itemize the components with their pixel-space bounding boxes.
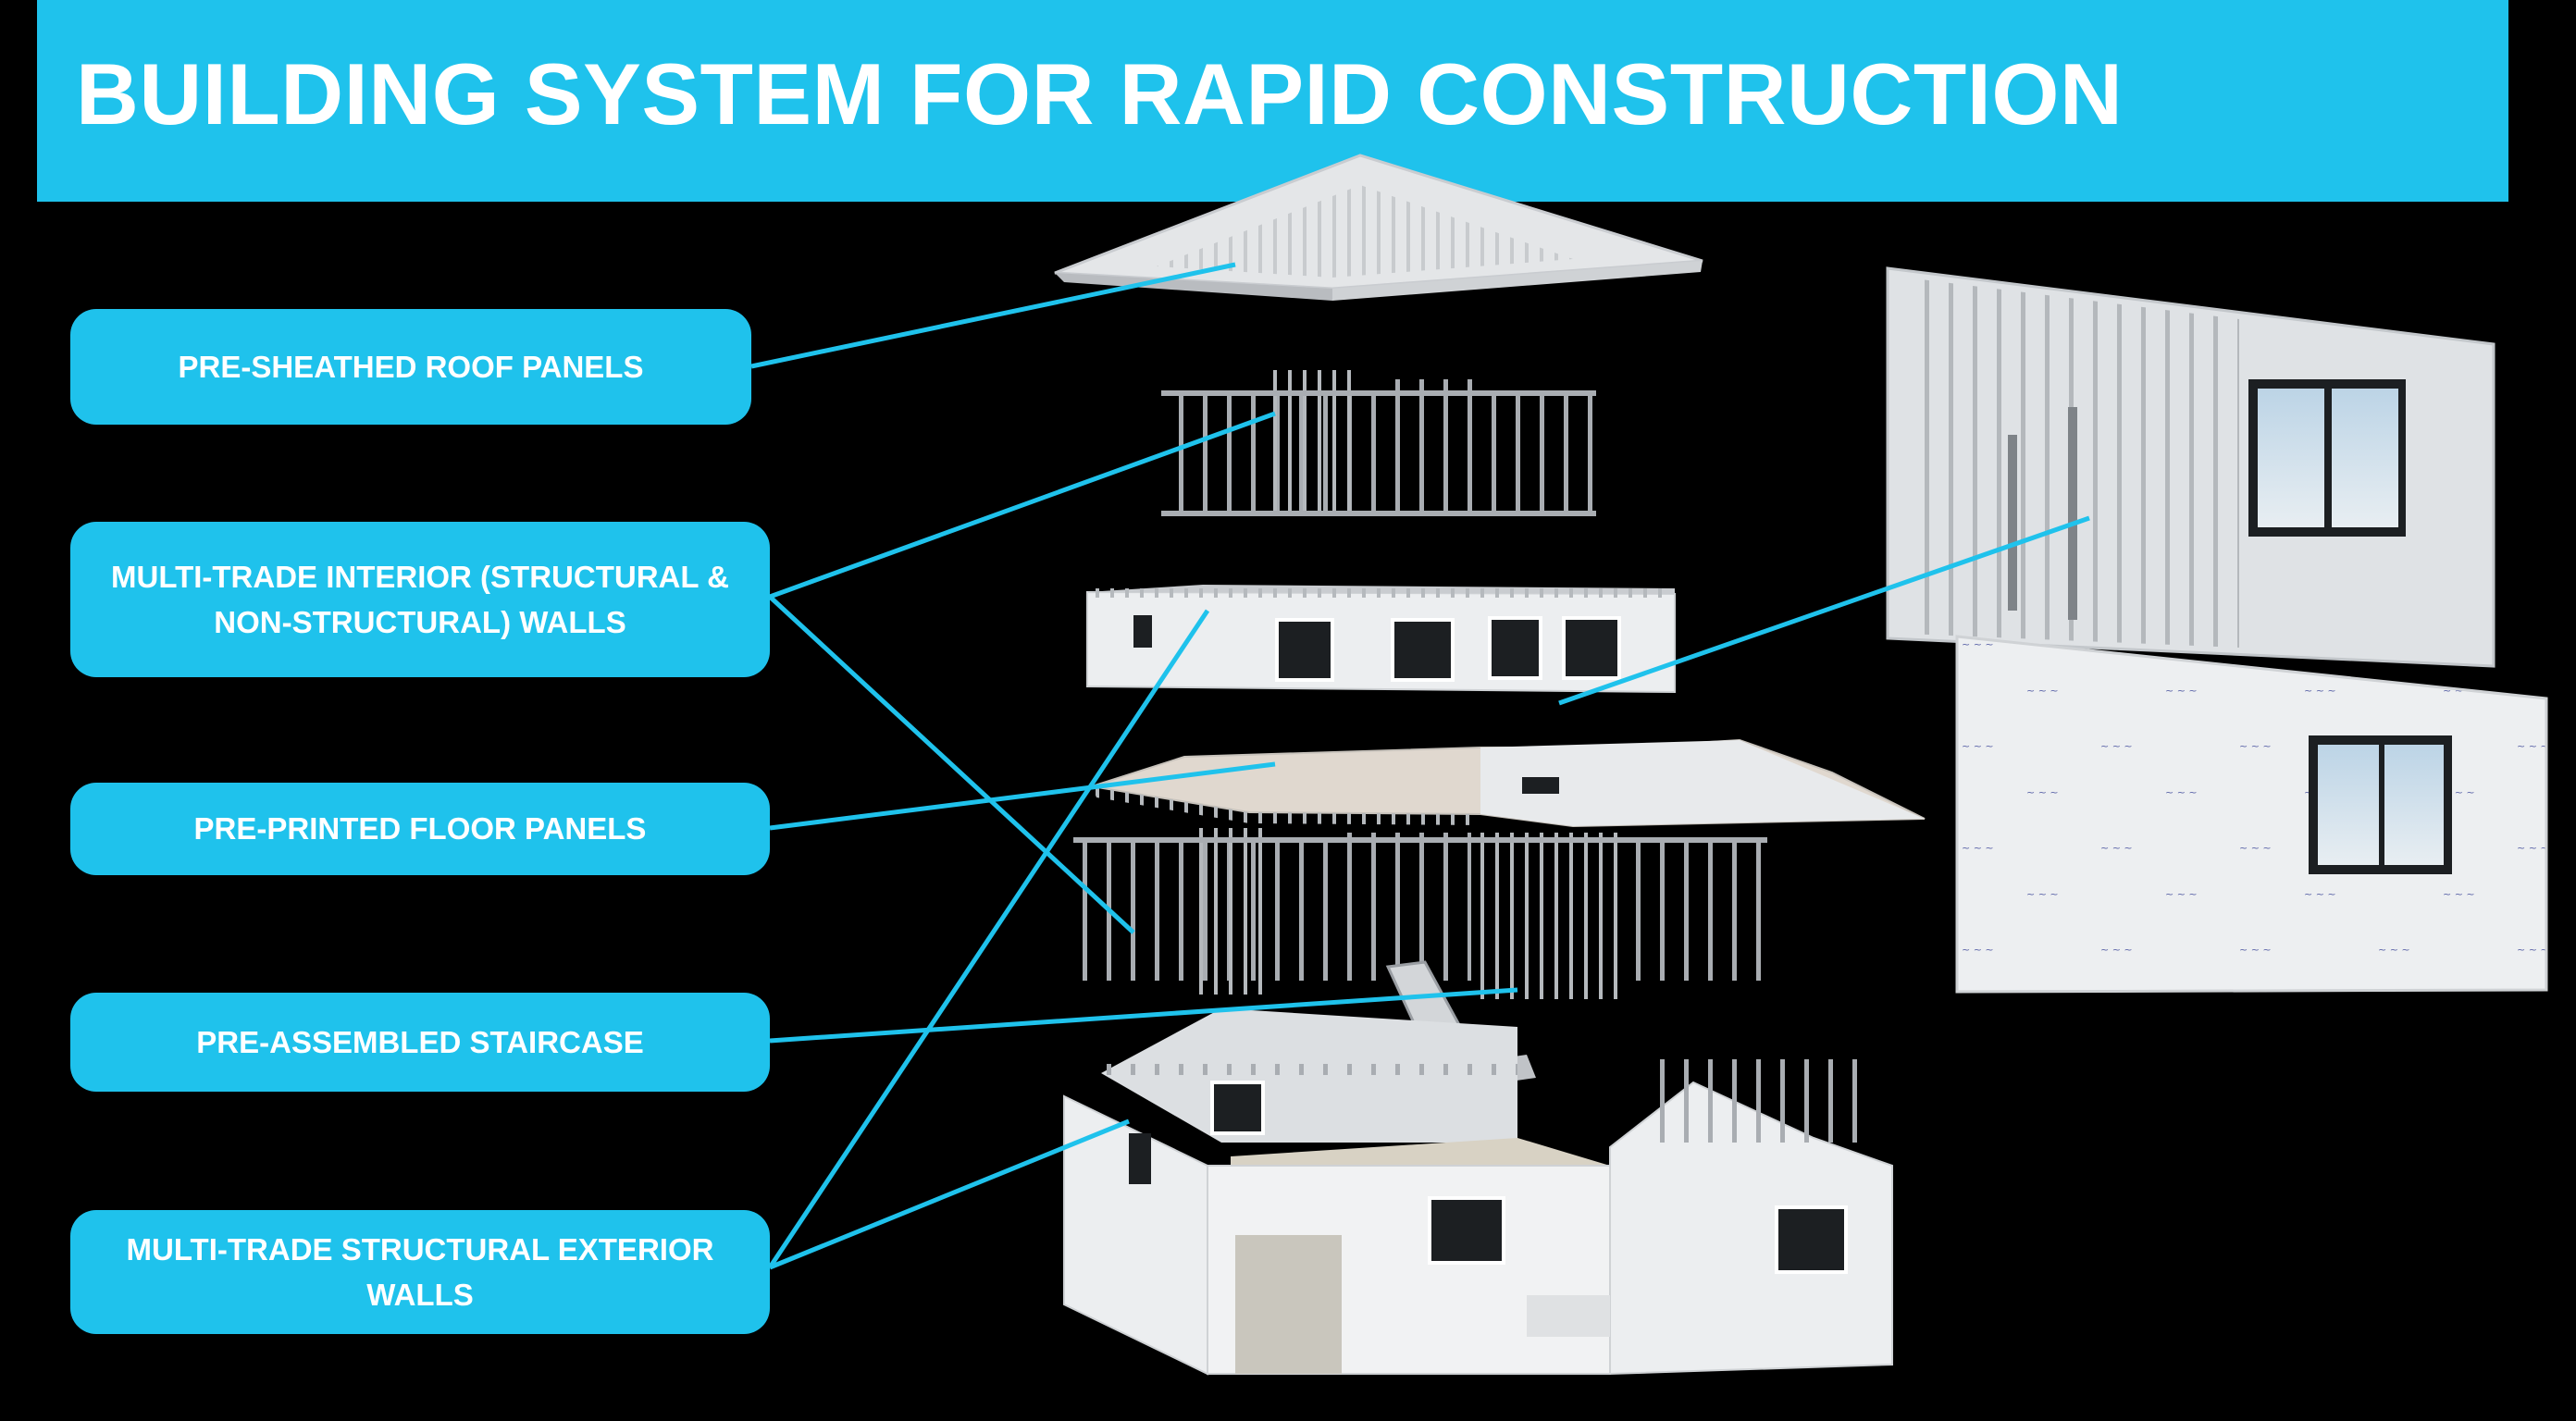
callout-staircase: PRE-ASSEMBLED STAIRCASE xyxy=(70,993,770,1092)
title-banner: BUILDING SYSTEM FOR RAPID CONSTRUCTION xyxy=(37,0,2508,202)
leader-interior-walls-upper xyxy=(769,411,1276,599)
leader-exterior-walls-lower xyxy=(769,1118,1130,1270)
lower-interior-wall-frames xyxy=(1073,828,1767,999)
leader-lines xyxy=(750,262,2090,1270)
leader-exterior-walls-upper xyxy=(767,609,1210,1269)
wall-detail-sheathed-exterior xyxy=(1955,635,2548,994)
callout-roof-panels: PRE-SHEATHED ROOF PANELS xyxy=(70,309,751,425)
callout-interior-walls: MULTI-TRADE INTERIOR (STRUCTURAL & NON-S… xyxy=(70,522,770,677)
ground-floor-module xyxy=(1063,1008,1893,1376)
wall-detail-interior-framing xyxy=(1886,266,2496,668)
leader-floor-panels xyxy=(769,761,1276,831)
leader-wall-detail xyxy=(1558,515,2090,706)
page-title: BUILDING SYSTEM FOR RAPID CONSTRUCTION xyxy=(76,45,2124,142)
leader-roof-panels xyxy=(750,262,1236,369)
leader-staircase xyxy=(769,987,1518,1044)
roof-panels xyxy=(1054,154,1703,301)
callout-exterior-walls: MULTI-TRADE STRUCTURAL EXTERIOR WALLS xyxy=(70,1210,770,1334)
callout-floor-panels: PRE-PRINTED FLOOR PANELS xyxy=(70,783,770,875)
upper-interior-wall-frames xyxy=(1161,370,1596,516)
upper-floor-module xyxy=(1086,585,1676,694)
leader-interior-walls-lower xyxy=(768,595,1135,934)
floor-panels xyxy=(1091,738,1926,828)
